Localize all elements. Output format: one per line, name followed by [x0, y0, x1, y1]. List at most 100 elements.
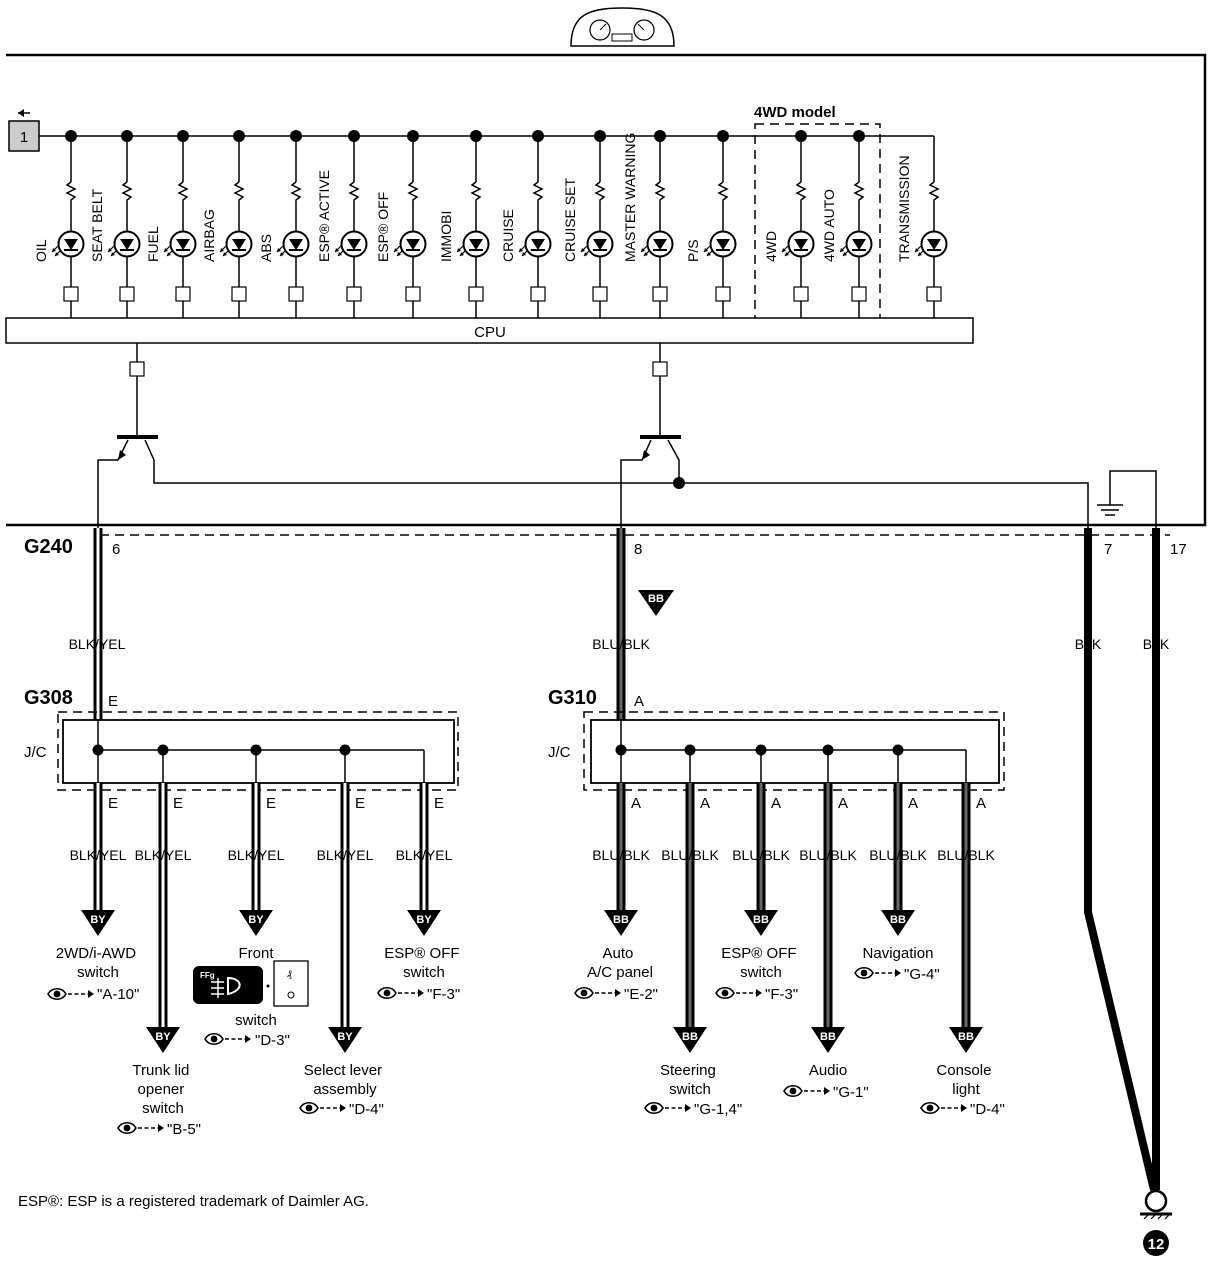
- g310-label: G310: [548, 687, 597, 709]
- branch-pin-label: E: [266, 795, 276, 812]
- branch-wire-color-label: BLK/YEL: [135, 847, 192, 863]
- ref-f-3-1: "F-3": [427, 986, 460, 1003]
- ref-eye-icon: [783, 1084, 831, 1098]
- svg-text:BB: BB: [648, 593, 664, 605]
- instrument-cluster-icon: [570, 7, 675, 47]
- ref-eye-icon: [920, 1101, 968, 1115]
- wire-label-blu-blk-trunk: BLU/BLK: [592, 636, 650, 652]
- indicator-fuel: FUEL: [145, 130, 197, 318]
- indicator-label: MASTER WARNING: [622, 133, 638, 262]
- ground-number: 12: [1148, 1236, 1165, 1253]
- arrow-code-label: BB: [613, 914, 629, 926]
- indicator-4wd: 4WD: [763, 130, 815, 318]
- g310-pin-a-in: A: [634, 693, 644, 710]
- harness-wires: [93, 528, 1160, 1191]
- arrow-code-label: BY: [155, 1031, 171, 1043]
- indicator-immobi: IMMOBI: [438, 130, 490, 318]
- g308-pin-e-in: E: [108, 693, 118, 710]
- branch-pin-label: A: [976, 795, 986, 812]
- branch-pin-label: A: [631, 795, 641, 812]
- footnote: ESP®: ESP is a registered trademark of D…: [18, 1193, 369, 1210]
- junction-connector-g308: G308 E J/C: [24, 687, 459, 791]
- destination-labels: 2WD/i-AWD switch "A-10" Trunk lid opener…: [47, 945, 1005, 1138]
- branch-pin-label: A: [771, 795, 781, 812]
- ref-eye-icon: [715, 986, 763, 1000]
- indicator-label: AIRBAG: [201, 209, 217, 262]
- ref-eye-icon: [854, 966, 902, 980]
- g308-jc-label: J/C: [24, 744, 47, 761]
- indicator-label: SEAT BELT: [89, 188, 105, 262]
- branch-pin-label: E: [108, 795, 118, 812]
- arrow-code-label: BB: [820, 1031, 836, 1043]
- ref-d-3: "D-3": [255, 1032, 290, 1049]
- branch-wire-color-label: BLK/YEL: [228, 847, 285, 863]
- branch-wire-color-label: BLU/BLK: [869, 847, 927, 863]
- indicator-label: TRANSMISSION: [896, 155, 912, 262]
- connector-1-box: 1: [8, 109, 40, 152]
- ref-b-5: "B-5": [167, 1121, 201, 1138]
- ref-a-10: "A-10": [97, 986, 139, 1003]
- dest-navigation: Navigation: [863, 945, 934, 962]
- 4wd-model-label: 4WD model: [754, 104, 836, 121]
- arrow-code-label: BY: [90, 914, 106, 926]
- ground-point-12: 12: [1140, 1189, 1172, 1256]
- ref-g-1: "G-1": [833, 1084, 869, 1101]
- branch-wire-color-label: BLK/YEL: [396, 847, 453, 863]
- branch-pin-label: E: [173, 795, 183, 812]
- dest-audio: Audio: [809, 1062, 847, 1079]
- indicator-seat-belt: SEAT BELT: [89, 130, 141, 318]
- cpu-block: CPU: [5, 317, 974, 344]
- indicator-label: CRUISE: [500, 209, 516, 262]
- front-fog-switch-icon: FFg ₰: [193, 960, 309, 1007]
- ref-eye-icon: [204, 1032, 252, 1046]
- ref-d-4-console: "D-4": [970, 1101, 1005, 1118]
- dest-esp-off-switch-1: ESP® OFF switch: [384, 945, 463, 981]
- indicator-oil: OIL: [33, 130, 85, 318]
- branch-wire-color-label: BLU/BLK: [937, 847, 995, 863]
- pin-6-label: 6: [112, 541, 120, 558]
- connector-g240: G240 6 8 7 17: [24, 534, 1187, 558]
- indicator-label: IMMOBI: [438, 211, 454, 262]
- branch-wire-color-label: BLU/BLK: [799, 847, 857, 863]
- wire-label-blk-7: BLK: [1075, 636, 1102, 652]
- dest-esp-off-switch-2: ESP® OFF switch: [721, 945, 800, 981]
- ref-e-2: "E-2": [624, 986, 658, 1003]
- indicator-label: P/S: [685, 239, 701, 262]
- branch-wires: EBLK/YELBYEBLK/YELBYEBLK/YELBYEBLK/YELBY…: [70, 783, 995, 1053]
- ref-d-4-select: "D-4": [349, 1101, 384, 1118]
- branch-wire-color-label: BLU/BLK: [592, 847, 650, 863]
- svg-text:₰: ₰: [287, 969, 292, 979]
- arrow-code-label: BY: [337, 1031, 353, 1043]
- g240-label: G240: [24, 536, 73, 558]
- trunk-wire-labels: BLK/YEL BLU/BLK BLK BLK: [69, 636, 1170, 652]
- arrow-code-label: BB: [958, 1031, 974, 1043]
- ref-g-1-4: "G-1,4": [694, 1101, 742, 1118]
- indicator-airbag: AIRBAG: [201, 130, 253, 318]
- indicator-label: CRUISE SET: [562, 178, 578, 262]
- arrow-code-label: BB: [753, 914, 769, 926]
- arrow-code-label: BY: [416, 914, 432, 926]
- dest-select-lever-assembly: Select lever assembly: [304, 1062, 387, 1098]
- meter-frame: [6, 53, 1207, 527]
- indicator-label: FUEL: [145, 226, 161, 262]
- indicator-p-s: P/S: [685, 130, 737, 318]
- ref-eye-icon: [644, 1101, 692, 1115]
- ref-g-4: "G-4": [904, 966, 940, 983]
- indicator-cruise: CRUISE: [500, 130, 552, 318]
- dest-auto-ac-panel: Auto A/C panel: [587, 945, 653, 981]
- dest-console-light: Console light: [936, 1062, 995, 1098]
- ref-eye-icon: [377, 986, 425, 1000]
- indicator-abs: ABS: [258, 130, 310, 318]
- bb-flag-trunk: BB: [638, 590, 674, 616]
- connector-1-label: 1: [20, 129, 28, 146]
- internal-ground-symbol: [1097, 470, 1157, 528]
- cpu-label: CPU: [474, 324, 506, 341]
